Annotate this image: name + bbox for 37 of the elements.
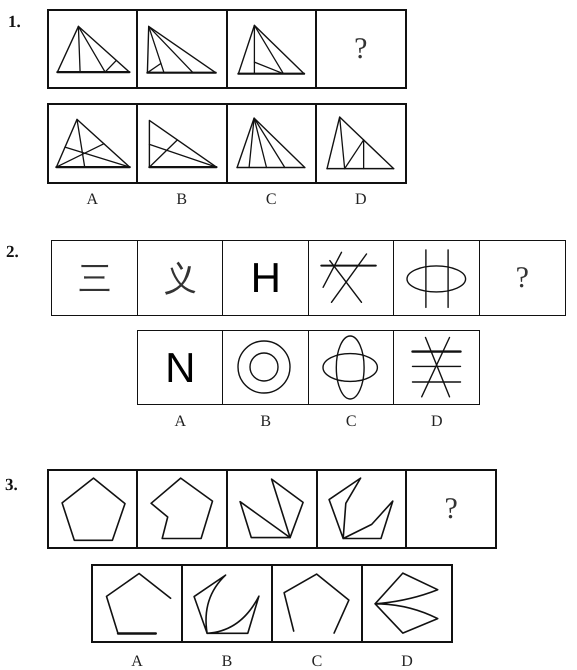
question-number: 2. — [6, 243, 19, 260]
option-letter: B — [176, 192, 188, 208]
option-letter: C — [312, 654, 322, 670]
chinese-character: 三 — [78, 262, 112, 294]
puzzle-cell — [136, 469, 228, 549]
puzzle-cell — [46, 9, 138, 89]
option-letter: D — [354, 192, 367, 208]
puzzle-cell — [393, 240, 480, 316]
puzzle-cell — [222, 240, 310, 316]
puzzle-cell — [136, 240, 224, 316]
letter: H — [250, 257, 281, 299]
option-letter: A — [131, 654, 143, 670]
question-number: 3. — [5, 476, 18, 493]
question-mark: ? — [354, 34, 368, 64]
puzzle-cell — [315, 9, 406, 89]
option-letter: D — [430, 414, 443, 430]
option-letter: A — [86, 192, 98, 208]
option-letter: B — [222, 654, 232, 670]
puzzle-cell — [478, 240, 566, 316]
puzzle-cell — [226, 469, 318, 549]
letter: N — [165, 346, 196, 388]
puzzle-cell — [51, 240, 138, 316]
option-letter: B — [260, 414, 272, 430]
puzzle-cell — [316, 469, 408, 549]
puzzle-cell — [405, 469, 497, 549]
option-letter: A — [174, 414, 186, 430]
puzzle-cell — [226, 9, 317, 89]
question-mark: ? — [516, 263, 529, 293]
question-mark: ? — [444, 494, 458, 524]
question-number: 1. — [8, 13, 21, 30]
puzzle-cell — [136, 9, 228, 89]
option-letter: C — [346, 414, 357, 430]
option-letter: D — [401, 654, 413, 670]
puzzle-cell — [46, 469, 138, 549]
option-letter: C — [266, 192, 277, 208]
chinese-character: 义 — [164, 262, 197, 294]
puzzle-cell — [308, 240, 395, 316]
